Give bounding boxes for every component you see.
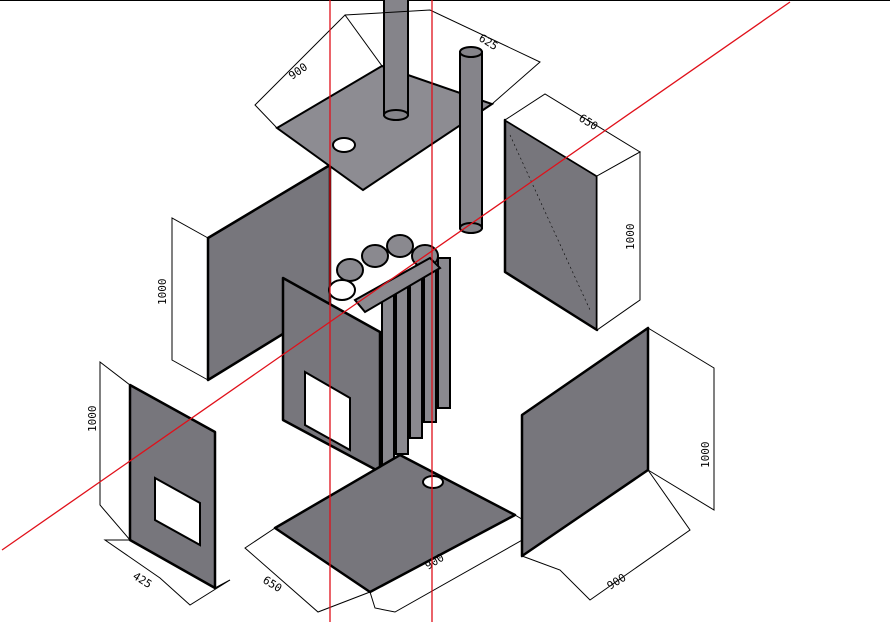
top-plate: 900 625 [254, 0, 541, 192]
dim-front-right-height: 1000 [699, 442, 712, 469]
firebox-door-opening [304, 370, 351, 452]
dim-back-left-height: 1000 [156, 279, 169, 306]
dim-back-right-height: 1000 [624, 224, 637, 251]
axis-lines [1, 0, 791, 622]
dim-bottom-plate-depth: 650 [260, 574, 284, 596]
vertical-pipe [459, 46, 483, 234]
dim-front-left-width: 425 [130, 570, 154, 592]
front-right-panel: 1000 900 [520, 326, 715, 601]
bottom-plate: 650 900 [244, 453, 541, 613]
dim-front-left-height: 1000 [86, 406, 99, 433]
back-right-panel: 650 1000 [503, 93, 641, 332]
door-opening [154, 476, 201, 547]
chimney-pipe [383, 0, 409, 116]
front-left-panel: 1000 425 [86, 360, 231, 606]
dim-front-right-width: 900 [605, 571, 629, 593]
flue-hole [332, 137, 356, 153]
dim-top-plate-width: 900 [286, 60, 310, 82]
